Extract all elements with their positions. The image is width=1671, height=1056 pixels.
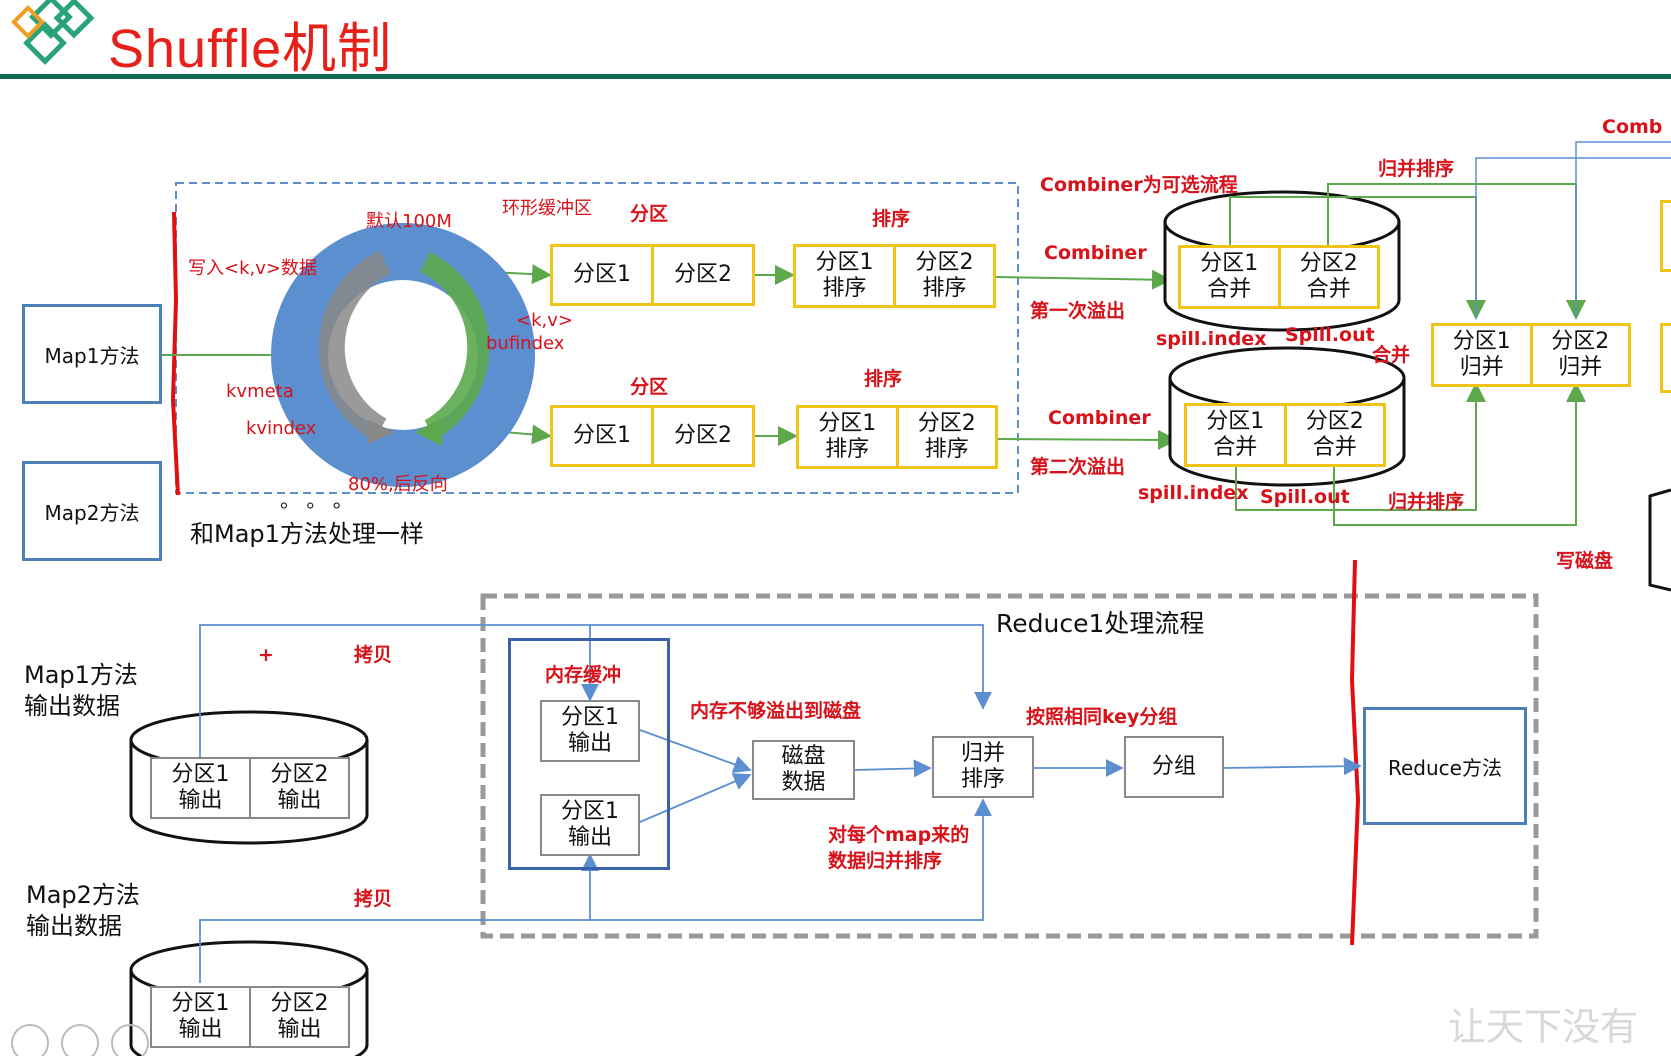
partition2-merge-cell: 分区2 合并 [1277, 248, 1378, 306]
group-cell: 分组 [1151, 754, 1196, 779]
reduce-method-box: Reduce方法 [1363, 707, 1527, 825]
reduce-method-label: Reduce方法 [1388, 755, 1502, 780]
partition2-output-cell: 分区2 输出 [249, 988, 348, 1046]
cut-box-right-top [1660, 200, 1671, 272]
same-as-map1-label: 和Map1方法处理一样 [190, 520, 424, 548]
write-disk-label: 写磁盘 [1556, 550, 1614, 572]
plus-label: + [258, 644, 274, 666]
combiner-label-top: Combiner [1044, 242, 1147, 264]
bufindex-label: bufindex [486, 333, 565, 354]
map1-output-label: Map1方法 输出数据 [24, 661, 138, 720]
sort-label-bottom: 排序 [864, 368, 903, 390]
partition1-cell: 分区1 [573, 262, 631, 287]
combiner-cut-label: Comb [1602, 116, 1663, 138]
spill-out-label-bottom: Spill.out [1260, 486, 1350, 508]
partition2-cell: 分区2 [651, 408, 752, 464]
merge-sort-label-bottom: 归并排序 [1388, 491, 1465, 513]
partition2-cell: 分区2 [651, 247, 752, 303]
title-divider [0, 74, 1671, 79]
spill-index-label-bottom: spill.index [1138, 482, 1249, 504]
partition1-output-cell: 分区1 输出 [561, 799, 619, 850]
partition2-sort-cell: 分区2 排序 [895, 408, 996, 466]
sort-box-bottom: 分区1 排序 分区2 排序 [796, 405, 998, 469]
memory-buffer-box [508, 638, 670, 870]
page-title: Shuffle机制 [108, 19, 393, 79]
partition1-sort-cell: 分区1 排序 [815, 250, 874, 301]
eighty-percent-label: 80%,后反向 [348, 474, 448, 495]
combiner-optional-label: Combiner为可选流程 [1040, 174, 1238, 196]
partition2-output-cell: 分区2 输出 [249, 759, 348, 817]
partition1-merge-cell: 分区1 合并 [1206, 409, 1265, 460]
partition-label-top: 分区 [630, 203, 669, 225]
partition1-output-cell: 分区1 输出 [561, 705, 619, 756]
partition1-guibing-cell: 分区1 归并 [1452, 329, 1511, 380]
kvindex-label: kvindex [246, 418, 317, 439]
watermark: 让天下没有 [1448, 1005, 1639, 1049]
group-by-key-label: 按照相同key分组 [1026, 706, 1178, 728]
memory-output-box-2: 分区1 输出 [540, 794, 640, 856]
map1-output-box: 分区1 输出 分区2 输出 [150, 757, 350, 819]
partition2-guibing-cell: 分区2 归并 [1529, 326, 1629, 384]
copy-label-bottom: 拷贝 [354, 888, 393, 910]
partition-label-bottom: 分区 [630, 376, 669, 398]
group-box: 分组 [1124, 736, 1224, 798]
partition-box-bottom: 分区1 分区2 [550, 405, 755, 467]
partition1-output-cell: 分区1 输出 [171, 991, 230, 1042]
map1-label: Map1方法 [44, 343, 140, 368]
kvmeta-label: kvmeta [226, 381, 294, 402]
ring-buffer-label: 环形缓冲区 [502, 198, 592, 219]
cut-box-right-mid [1660, 323, 1671, 393]
partition1-sort-cell: 分区1 排序 [818, 411, 877, 462]
copy-label-top: 拷贝 [354, 644, 393, 666]
spill-out-label-top: Spill.out [1285, 324, 1375, 346]
partition1-merge-cell: 分区1 合并 [1200, 251, 1259, 302]
final-merge-box: 分区1 归并 分区2 归并 [1431, 323, 1631, 387]
merge-sort-box: 归并 排序 [932, 736, 1034, 798]
spill-index-label-top: spill.index [1156, 328, 1267, 350]
sort-box-top: 分区1 排序 分区2 排序 [793, 244, 996, 308]
merge-sort-label-top: 归并排序 [1378, 158, 1455, 180]
combiner-label-bottom: Combiner [1048, 407, 1151, 429]
reduce1-flow-title: Reduce1处理流程 [996, 609, 1205, 638]
partition-box-top: 分区1 分区2 [550, 244, 755, 306]
disk-data-cell: 磁盘 数据 [781, 744, 826, 795]
second-spill-label: 第二次溢出 [1030, 456, 1126, 478]
merge-sort-cell: 归并 排序 [960, 741, 1005, 792]
merge-box-top: 分区1 合并 分区2 合并 [1178, 245, 1380, 309]
merge-box-bottom: 分区1 合并 分区2 合并 [1184, 403, 1386, 467]
kv-label: <k,v> [516, 310, 573, 331]
first-spill-label: 第一次溢出 [1030, 300, 1126, 322]
logo-icon [10, 0, 100, 72]
partition1-cell: 分区1 [573, 423, 631, 448]
memory-buffer-label: 内存缓冲 [545, 664, 622, 686]
memory-overflow-label: 内存不够溢出到磁盘 [690, 700, 862, 722]
map1-method-box: Map1方法 [22, 304, 162, 404]
merge-label: 合并 [1372, 344, 1411, 366]
dots-label: 。 。 。 [280, 488, 353, 512]
map2-output-box: 分区1 输出 分区2 输出 [150, 986, 350, 1048]
partition1-output-cell: 分区1 输出 [171, 762, 230, 813]
partition2-merge-cell: 分区2 合并 [1283, 406, 1384, 464]
sort-label-top: 排序 [872, 208, 911, 230]
write-kv-label: 写入<k,v>数据 [188, 258, 317, 279]
default-100m-label: 默认100M [366, 211, 452, 232]
disk-data-box: 磁盘 数据 [752, 740, 855, 800]
per-map-merge-label: 对每个map来的 数据归并排序 [828, 824, 970, 872]
memory-output-box-1: 分区1 输出 [540, 700, 640, 762]
map2-method-box: Map2方法 [22, 461, 162, 561]
map2-label: Map2方法 [44, 500, 140, 525]
partition2-sort-cell: 分区2 排序 [893, 247, 993, 305]
map2-output-label: Map2方法 输出数据 [26, 881, 140, 940]
